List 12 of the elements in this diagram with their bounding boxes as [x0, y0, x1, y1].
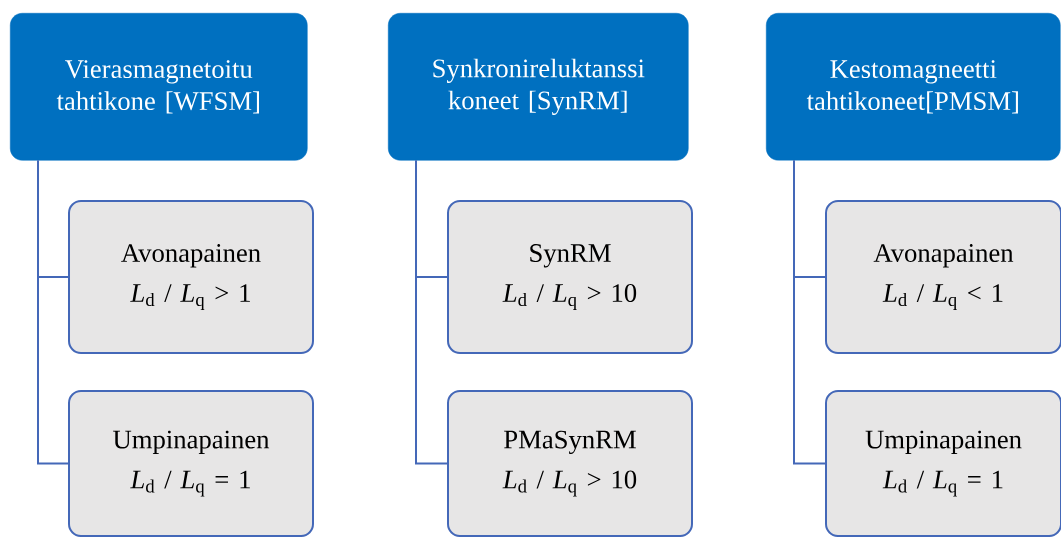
connector-line — [37, 159, 69, 465]
category-box: Umpinapainen L$_{d}$ / L$_{q}$ = 1 — [825, 390, 1061, 537]
connector-line — [793, 159, 826, 465]
category-box: PMaSynRM L$_{d}$ / L$_{q}$ > 10 — [447, 390, 693, 537]
category-box: SynRM L$_{d}$ / L$_{q}$ > 10 — [447, 200, 693, 354]
head-box: Synkronireluktanssi koneet [SynRM] — [388, 13, 689, 161]
category-box: Umpinapainen L$_{d}$ / L$_{q}$ = 1 — [68, 390, 314, 537]
head-box: Vierasmagnetoitu tahtikone [WFSM] — [10, 13, 308, 161]
connector-line — [415, 159, 448, 465]
category-box: Avonapainen L$_{d}$ / L$_{q}$ < 1 — [825, 200, 1061, 354]
head-box: Kestomagneetti tahtikoneet[PMSM] — [766, 13, 1061, 161]
category-box: Avonapainen L$_{d}$ / L$_{q}$ > 1 — [68, 200, 314, 354]
